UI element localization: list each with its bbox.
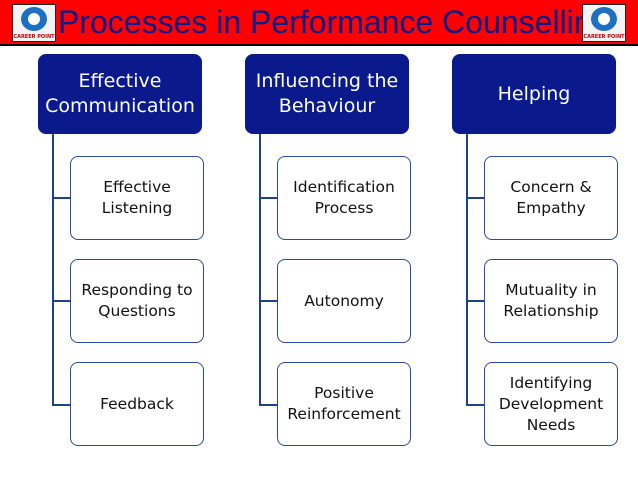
heading-helping: Helping (452, 54, 616, 134)
career-point-logo: CAREER POINT (582, 4, 626, 42)
node-effective-listening: Effective Listening (70, 156, 204, 240)
page-title: Processes in Performance Counselling (58, 4, 610, 40)
connector-line (52, 197, 70, 199)
connector-line (259, 134, 261, 406)
connector-line (52, 404, 70, 406)
node-mutuality-in-relationship: Mutuality in Relationship (484, 259, 618, 343)
node-responding-to-questions: Responding to Questions (70, 259, 204, 343)
node-positive-reinforcement: Positive Reinforcement (277, 362, 411, 446)
connector-line (466, 197, 484, 199)
logo-caption: CAREER POINT (583, 34, 625, 40)
title-banner: CAREER POINT Processes in Performance Co… (0, 0, 638, 46)
connector-line (259, 300, 277, 302)
connector-line (52, 134, 54, 406)
node-concern-and-empathy: Concern & Empathy (484, 156, 618, 240)
logo-caption: CAREER POINT (13, 34, 55, 40)
career-point-logo: CAREER POINT (12, 4, 56, 42)
node-autonomy: Autonomy (277, 259, 411, 343)
heading-influencing-the-behaviour: Influencing the Behaviour (245, 54, 409, 134)
connector-line (52, 300, 70, 302)
logo-mark-icon (591, 7, 617, 31)
connector-line (466, 300, 484, 302)
connector-line (259, 404, 277, 406)
heading-effective-communication: Effective Communication (38, 54, 202, 134)
connector-line (466, 134, 468, 406)
node-identifying-development-needs: Identifying Development Needs (484, 362, 618, 446)
logo-mark-icon (21, 7, 47, 31)
node-feedback: Feedback (70, 362, 204, 446)
node-identification-process: Identification Process (277, 156, 411, 240)
connector-line (466, 404, 484, 406)
connector-line (259, 197, 277, 199)
